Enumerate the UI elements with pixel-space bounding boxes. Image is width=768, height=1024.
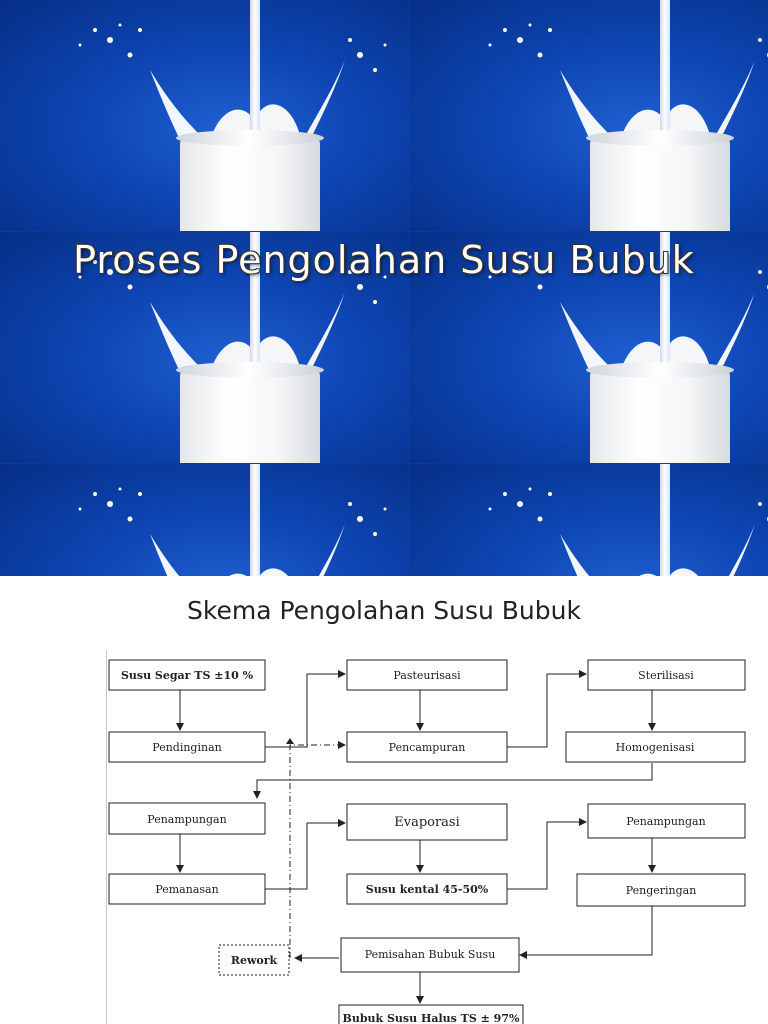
node-penampungan-2: Penampungan [587,803,746,839]
node-bubuk-halus: Bubuk Susu Halus TS ± 97% [338,1004,524,1024]
node-label: Pemisahan Bubuk Susu [365,948,496,961]
flow-connectors [176,670,656,1004]
node-susu-kental: Susu kental 45-50% [346,873,508,905]
node-sterilisasi: Sterilisasi [587,659,746,691]
node-homogenisasi: Homogenisasi [565,731,746,763]
milk-glass-image [410,232,768,463]
node-pendinginan: Pendinginan [108,731,266,763]
node-label: Bubuk Susu Halus TS ± 97% [343,1012,520,1024]
process-flow-diagram: Susu Segar TS ±10 % Pendinginan Pasteuri… [106,650,768,1024]
node-label: Pasteurisasi [393,669,461,682]
node-pengeringan: Pengeringan [576,873,746,907]
node-penampungan-1: Penampungan [108,802,266,835]
node-label: Evaporasi [394,815,460,830]
node-label: Penampungan [147,813,226,826]
node-pemisahan: Pemisahan Bubuk Susu [340,937,520,973]
milk-glass-image [0,0,409,231]
diagram-title: Skema Pengolahan Susu Bubuk [187,596,581,625]
node-pemanasan: Pemanasan [108,873,266,905]
title-slide: Proses Pengolahan Susu Bubuk [0,0,768,576]
node-label: Pencampuran [389,741,466,754]
rework-return-line [289,741,346,958]
node-label: Sterilisasi [638,669,694,682]
milk-glass-image [0,232,409,463]
slide-title: Proses Pengolahan Susu Bubuk [73,238,695,282]
milk-glass-image [410,464,768,576]
rework-marker-icon [286,738,294,744]
node-label: Penampungan [626,815,705,828]
milk-glass-image [0,464,409,576]
node-evaporasi: Evaporasi [346,803,508,841]
node-label: Rework [231,954,278,967]
node-label: Pendinginan [152,741,221,754]
node-label: Homogenisasi [616,741,695,754]
milk-glass-image [410,0,768,231]
node-pasteurisasi: Pasteurisasi [346,659,508,691]
node-label: Susu Segar TS ±10 % [121,669,254,682]
node-rework: Rework [218,944,290,976]
node-pencampuran: Pencampuran [346,731,508,763]
node-label: Pemanasan [155,883,218,896]
node-label: Pengeringan [626,884,697,897]
node-label: Susu kental 45-50% [366,883,489,896]
node-susu-segar: Susu Segar TS ±10 % [108,659,266,691]
